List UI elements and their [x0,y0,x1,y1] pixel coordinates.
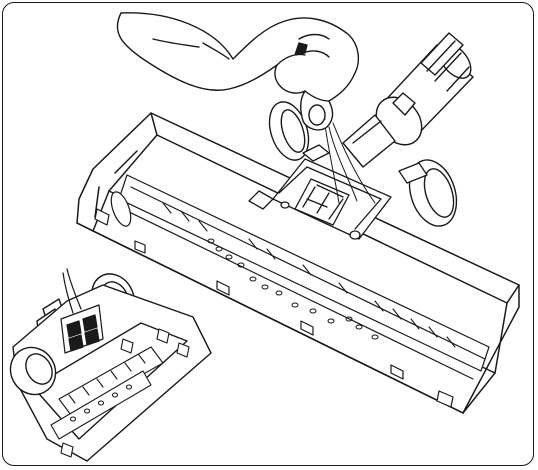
bristle-dots [207,238,379,340]
roller-stripes [162,202,456,348]
brush-roll-channel [110,174,490,380]
inset-turbine [60,268,104,354]
rear-wheel-left [268,101,310,161]
hair-thread [324,122,376,204]
inset-bristle-strip [50,346,164,440]
inset-clips [60,328,190,458]
neck-connector [342,32,474,168]
technical-illustration [9,12,520,462]
turbine-housing [248,144,428,240]
inset-brush-head-underside [9,268,212,462]
front-clips [94,208,454,408]
hand-illustration [116,12,360,131]
main-brush-head [76,12,520,414]
illustration-frame [2,2,534,466]
